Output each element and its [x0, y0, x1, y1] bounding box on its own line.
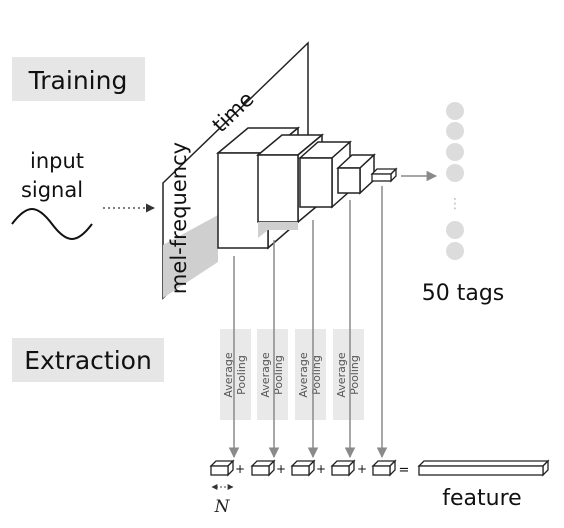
- plus-sign: +: [235, 462, 245, 476]
- training-label-bg: [12, 57, 145, 101]
- plus-sign: +: [276, 462, 286, 476]
- svg-text:Pooling: Pooling: [310, 355, 323, 395]
- output-tags: ⋮ 50 tags: [422, 102, 505, 306]
- plus-sign: +: [316, 462, 326, 476]
- extraction-label-bg: [12, 338, 164, 382]
- feature-vector-5: [371, 459, 397, 477]
- feature-label: feature: [442, 486, 521, 511]
- tags-label: 50 tags: [422, 281, 505, 306]
- svg-text:Average: Average: [297, 352, 310, 397]
- feature-vector-2: [250, 459, 276, 477]
- tag-dot: [446, 122, 464, 140]
- pooling-box-4: Average Pooling: [333, 329, 364, 420]
- svg-text:Average: Average: [222, 352, 235, 397]
- svg-text:Average: Average: [335, 352, 348, 397]
- feature-vector-4: [330, 459, 356, 477]
- dimension-label: N: [214, 497, 231, 517]
- combined-feature-vector: [417, 459, 550, 477]
- feature-vector-3: [290, 459, 316, 477]
- signal-label: signal: [21, 178, 83, 202]
- training-section-label: Training: [12, 57, 145, 101]
- dimension-marker: N: [211, 484, 234, 517]
- equals-sign: =: [399, 463, 410, 478]
- tag-dot: [446, 242, 464, 260]
- input-label: input: [30, 149, 84, 173]
- conv-block-5: [370, 167, 398, 183]
- pooling-box-1: Average Pooling: [220, 329, 251, 420]
- waveform-icon: [11, 208, 93, 240]
- svg-text:Pooling: Pooling: [272, 355, 285, 395]
- tag-dot: [446, 164, 464, 182]
- pooling-box-3: Average Pooling: [295, 329, 326, 420]
- feature-vector-1: [209, 459, 235, 477]
- training-label: Training: [28, 66, 128, 95]
- tag-ellipsis: ⋮: [448, 196, 462, 212]
- pooling-box-2: Average Pooling: [257, 329, 288, 420]
- conv-block-4: [336, 153, 376, 195]
- input-signal: input signal: [11, 149, 155, 240]
- tag-dot: [446, 143, 464, 161]
- spectrogram-shadow: [163, 215, 218, 298]
- tag-dot: [446, 221, 464, 239]
- svg-text:Pooling: Pooling: [235, 355, 248, 395]
- mel-frequency-axis-label: mel-frequency: [167, 142, 191, 294]
- plus-sign: +: [357, 462, 367, 476]
- svg-text:Pooling: Pooling: [348, 355, 361, 395]
- svg-text:Average: Average: [259, 352, 272, 397]
- extraction-section-label: Extraction: [12, 338, 164, 382]
- extraction-label: Extraction: [24, 346, 152, 375]
- extraction-arrows: [228, 186, 388, 459]
- tag-dot: [446, 102, 464, 120]
